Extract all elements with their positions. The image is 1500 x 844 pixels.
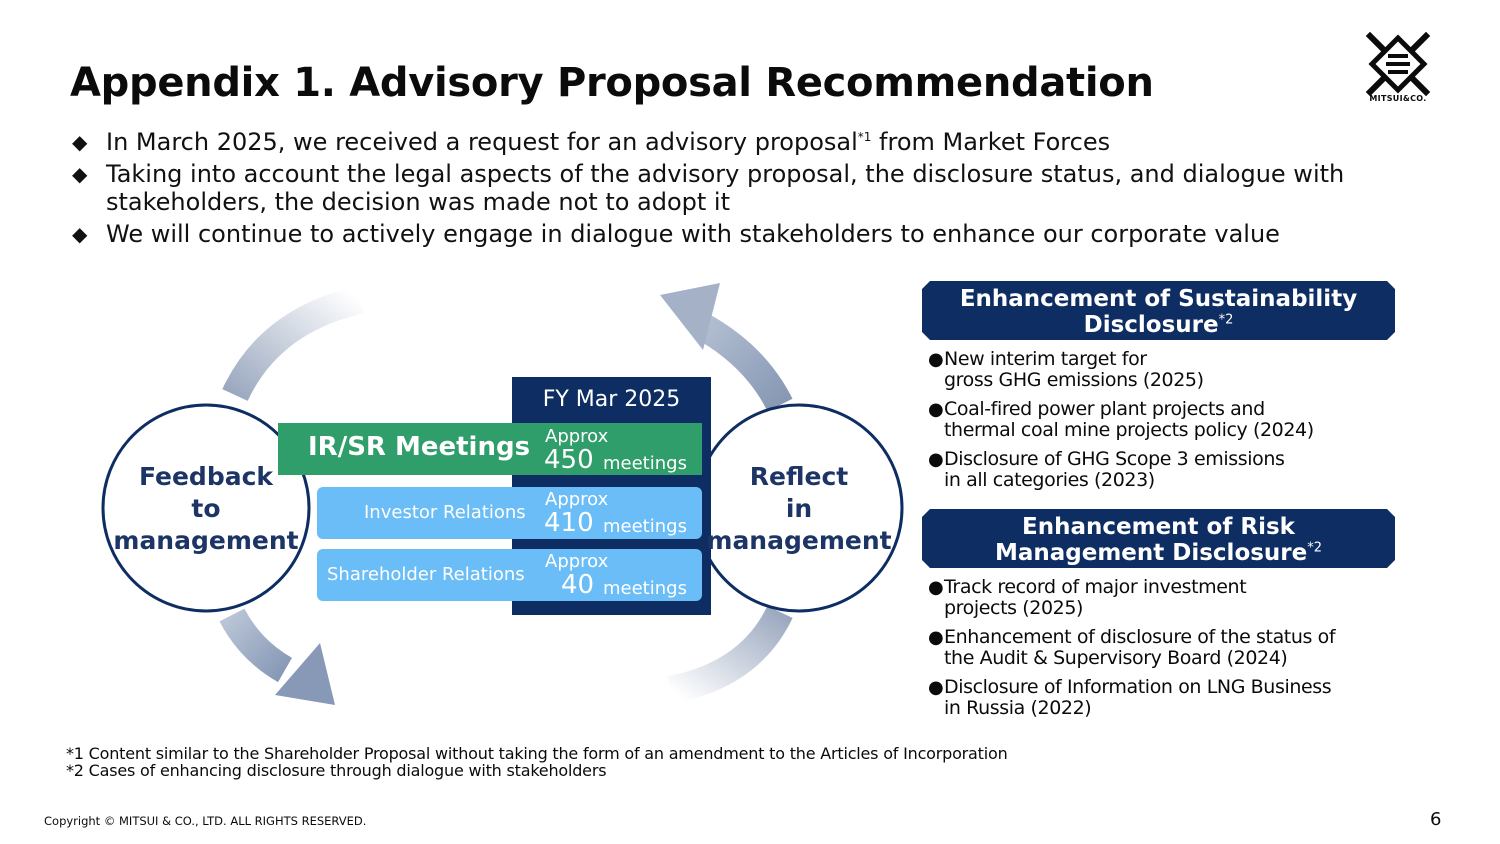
ir-sr-label: IR/SR Meetings <box>308 432 531 462</box>
diamond-bullet-icon: ◆ <box>72 162 88 186</box>
bullet-dot-icon: ● <box>928 677 944 698</box>
banner-line: Enhancement of Risk <box>1022 514 1295 540</box>
bullet-item: ◆ We will continue to actively engage in… <box>72 220 1402 248</box>
item-line: Coal-fired power plant projects and <box>944 398 1265 420</box>
feedback-line: management <box>113 526 299 555</box>
cycle-arrowhead-bottom-left <box>275 643 335 705</box>
footnote: *1 Content similar to the Shareholder Pr… <box>66 744 1008 763</box>
ir-sr-bar <box>278 423 702 475</box>
item-line: Enhancement of disclosure of the status … <box>944 626 1336 648</box>
feedback-line: Feedback <box>138 462 274 491</box>
risk-management-disclosure-banner: Enhancement of Risk Management Disclosur… <box>922 509 1395 568</box>
page-number: 6 <box>1430 809 1442 830</box>
reflect-line: Reflect <box>749 462 849 491</box>
shareholder-unit: meetings <box>603 578 687 599</box>
banner-line: Management Disclosure <box>994 540 1308 566</box>
item-line: New interim target for <box>944 348 1147 370</box>
bullet-dot-icon: ● <box>928 399 944 420</box>
bullet-text: In March 2025, we received a request for… <box>106 128 858 156</box>
fy-label: FY Mar 2025 <box>542 387 681 412</box>
investor-approx: Approx <box>545 489 609 510</box>
reflect-line: in <box>785 494 813 523</box>
investor-relations-label: Investor Relations <box>364 502 526 523</box>
shareholder-value: 40 <box>561 570 595 600</box>
feedback-label: Feedback to management <box>106 461 306 557</box>
logo-wordmark: MITSUI&CO. <box>1369 94 1427 103</box>
bullet-text: Taking into account the legal aspects of… <box>106 160 1345 216</box>
feedback-circle <box>101 403 311 613</box>
copyright: Copyright © MITSUI & CO., LTD. ALL RIGHT… <box>44 814 367 828</box>
list-item: ●Enhancement of disclosure of the status… <box>928 627 1388 669</box>
shareholder-approx: Approx <box>545 551 609 572</box>
footnote: *2 Cases of enhancing disclosure through… <box>66 761 607 780</box>
reflect-line: management <box>706 526 892 555</box>
cycle-arc-bottom-left <box>219 608 293 683</box>
bullet-dot-icon: ● <box>928 349 944 370</box>
item-line: in Russia (2022) <box>944 697 1092 719</box>
item-line: Disclosure of Information on LNG Busines… <box>944 676 1332 698</box>
bullet-list: ◆ In March 2025, we received a request f… <box>72 128 1402 252</box>
shareholder-relations-label: Shareholder Relations <box>327 564 525 585</box>
feedback-line: to <box>191 494 221 523</box>
investor-relations-bar <box>317 487 702 539</box>
investor-value: 410 <box>544 508 594 538</box>
ir-sr-unit: meetings <box>603 453 687 474</box>
sustainability-disclosure-banner: Enhancement of Sustainability Disclosure… <box>922 281 1395 340</box>
diamond-bullet-icon: ◆ <box>72 130 88 154</box>
diamond-bullet-icon: ◆ <box>72 222 88 246</box>
item-line: projects (2025) <box>944 597 1084 619</box>
banner-line: Disclosure <box>1083 312 1219 338</box>
cycle-arrowhead-top-right <box>660 283 720 350</box>
banner-line: Enhancement of Sustainability <box>959 286 1358 312</box>
item-line: in all categories (2023) <box>944 469 1155 491</box>
cycle-arc-top-left <box>222 286 364 402</box>
item-line: gross GHG emissions (2025) <box>944 369 1204 391</box>
item-line: thermal coal mine projects policy (2024) <box>944 419 1314 441</box>
bullet-item: ◆ In March 2025, we received a request f… <box>72 128 1402 156</box>
ir-sr-approx: Approx <box>545 426 609 447</box>
item-line: the Audit & Supervisory Board (2024) <box>944 647 1288 669</box>
list-item: ●Disclosure of Information on LNG Busine… <box>928 677 1388 719</box>
bullet-dot-icon: ● <box>928 577 944 598</box>
bullet-item: ◆ Taking into account the legal aspects … <box>72 160 1402 216</box>
page-title: Appendix 1. Advisory Proposal Recommenda… <box>70 60 1154 106</box>
footnotes: *1 Content similar to the Shareholder Pr… <box>66 745 1008 779</box>
reflect-label: Reflect in management <box>699 461 899 557</box>
mitsui-logo-icon <box>1365 31 1431 97</box>
footnote-ref: *1 <box>857 130 872 144</box>
item-line: Track record of major investment <box>944 576 1247 598</box>
cycle-arc-top-right <box>693 312 793 412</box>
ir-sr-value: 450 <box>544 445 594 475</box>
investor-unit: meetings <box>603 516 687 537</box>
bullet-text-after: from Market Forces <box>871 128 1111 156</box>
shareholder-relations-bar <box>317 549 702 601</box>
item-line: Disclosure of GHG Scope 3 emissions <box>944 448 1285 470</box>
bullet-text: We will continue to actively engage in d… <box>106 220 1280 248</box>
footnote-ref: *2 <box>1307 540 1323 556</box>
cycle-arc-bottom-right <box>667 605 793 704</box>
footnote-ref: *2 <box>1218 312 1234 328</box>
bullet-dot-icon: ● <box>928 449 944 470</box>
bullet-dot-icon: ● <box>928 627 944 648</box>
